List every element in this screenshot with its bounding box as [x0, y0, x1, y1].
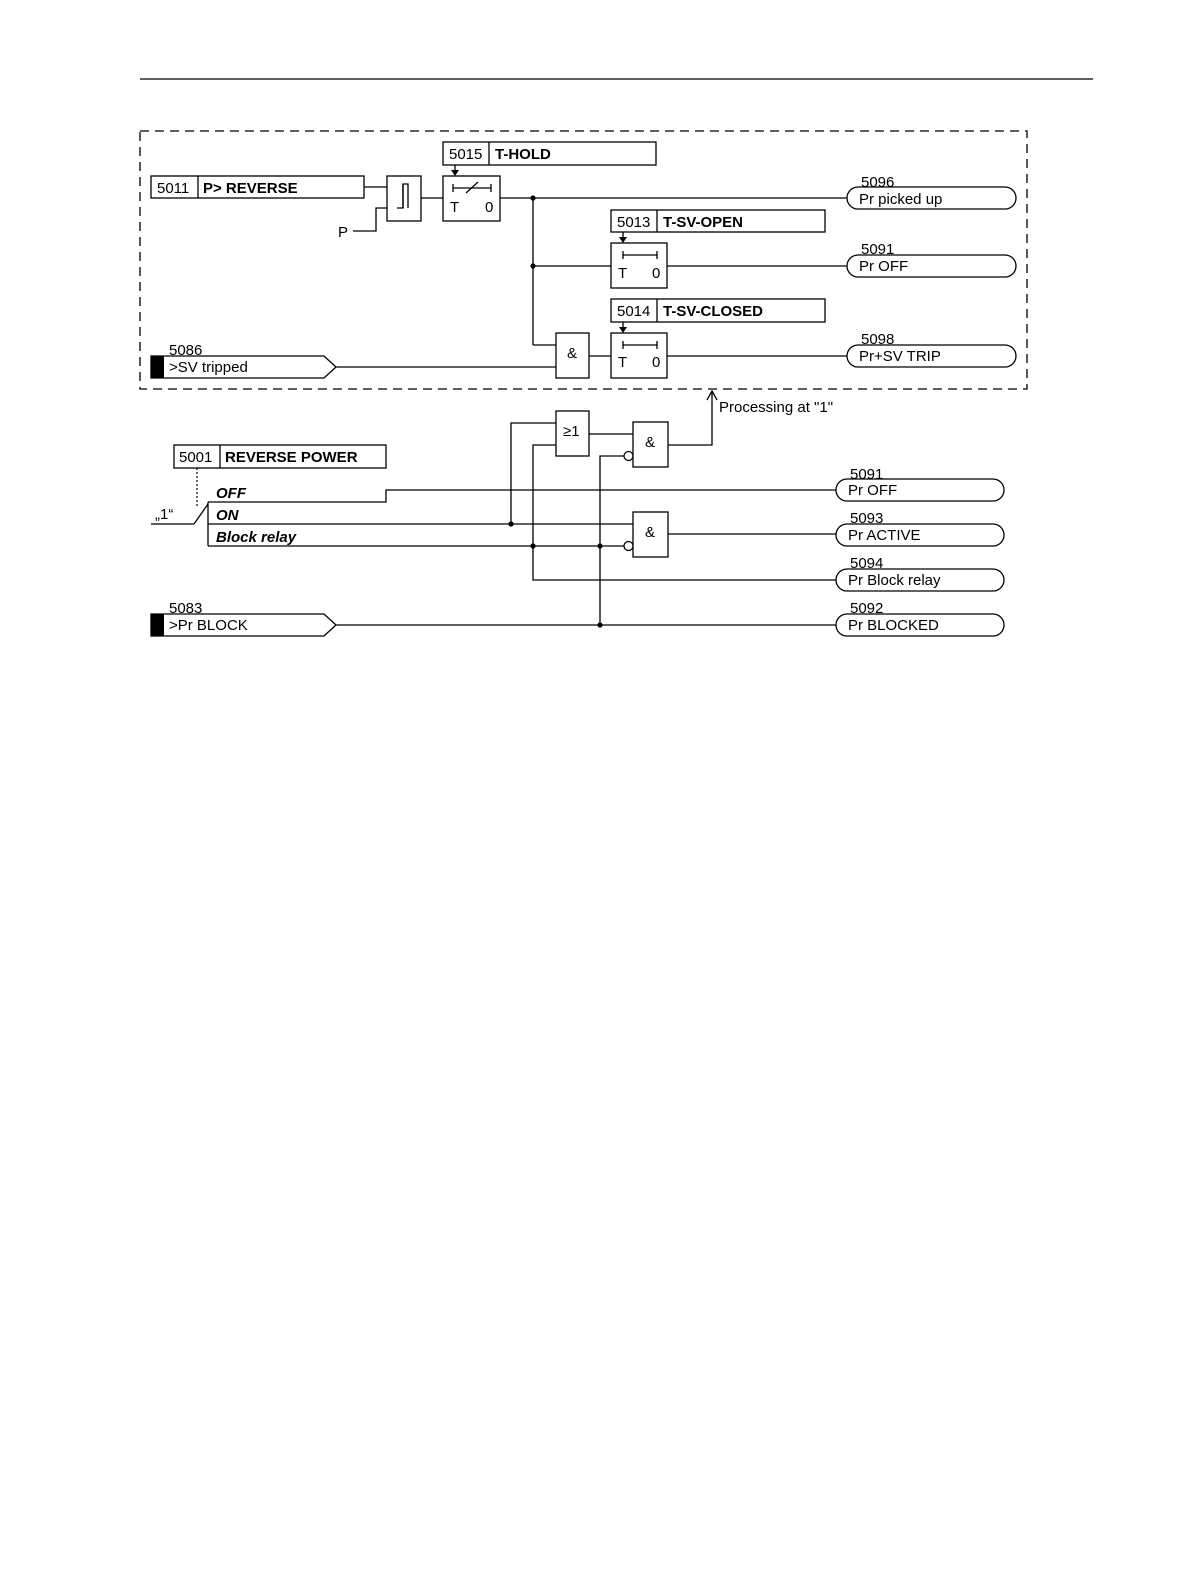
- output-label: Pr picked up: [859, 191, 942, 208]
- param-name: REVERSE POWER: [225, 449, 358, 466]
- gate-symbol: ≥1: [563, 423, 580, 440]
- mode-switch: „1“ OFF ON Block relay: [151, 485, 297, 546]
- and-gate-trip: &: [556, 333, 589, 378]
- output-label: Pr Block relay: [848, 572, 941, 589]
- gate-symbol: &: [645, 524, 655, 541]
- p-input-label: P: [338, 224, 348, 241]
- param-name: P> REVERSE: [203, 180, 298, 197]
- t-sv-closed-timer: T 0: [611, 333, 667, 378]
- input-label: >Pr BLOCK: [169, 617, 248, 634]
- output-pr-active: 5093 Pr ACTIVE: [836, 510, 1004, 546]
- output-label: Pr OFF: [859, 258, 908, 275]
- or-gate: ≥1: [556, 411, 589, 456]
- output-pr-sv-trip: 5098 Pr+SV TRIP: [847, 331, 1016, 367]
- param-name: T-SV-OPEN: [663, 214, 743, 231]
- timer-t: T: [450, 199, 459, 216]
- output-pr-blocked: 5092 Pr BLOCKED: [836, 600, 1004, 636]
- gate-symbol: &: [645, 434, 655, 451]
- timer-zero: 0: [652, 354, 660, 371]
- param-number: 5015: [449, 146, 482, 163]
- param-number: 5001: [179, 449, 212, 466]
- param-number: 5013: [617, 214, 650, 231]
- switch-block-relay: Block relay: [216, 529, 297, 546]
- output-pr-off-lower: 5091 Pr OFF: [836, 466, 1004, 501]
- input-sv-tripped: 5086 >SV tripped: [151, 342, 336, 378]
- param-number: 5011: [157, 180, 189, 197]
- input-label: >SV tripped: [169, 359, 248, 376]
- output-label: Pr BLOCKED: [848, 617, 939, 634]
- switch-on: ON: [216, 507, 240, 524]
- param-t-hold: 5015 T-HOLD: [443, 142, 656, 165]
- t-sv-open-timer: T 0: [611, 243, 667, 288]
- timer-zero: 0: [652, 265, 660, 282]
- output-pr-block-relay: 5094 Pr Block relay: [836, 555, 1004, 591]
- param-t-sv-open: 5013 T-SV-OPEN: [611, 210, 825, 232]
- param-reverse-power: 5001 REVERSE POWER: [174, 445, 386, 468]
- gate-symbol: &: [567, 345, 577, 362]
- timer-t: T: [618, 354, 627, 371]
- output-label: Pr OFF: [848, 482, 897, 499]
- timer-t: T: [618, 265, 627, 282]
- param-p-reverse: 5011 P> REVERSE: [151, 176, 364, 198]
- param-number: 5014: [617, 303, 650, 320]
- timer-zero: 0: [485, 199, 493, 216]
- and-gate-processing: &: [624, 422, 668, 467]
- param-name: T-SV-CLOSED: [663, 303, 763, 320]
- param-name: T-HOLD: [495, 146, 551, 163]
- output-label: Pr ACTIVE: [848, 527, 921, 544]
- and-gate-active: &: [624, 512, 668, 557]
- input-pr-block: 5083 >Pr BLOCK: [151, 600, 336, 636]
- switch-one-label: „1“: [155, 506, 173, 523]
- processing-label: Processing at "1": [719, 399, 833, 416]
- switch-off: OFF: [216, 485, 247, 502]
- output-label: Pr+SV TRIP: [859, 348, 941, 365]
- threshold-block: [387, 176, 421, 221]
- t-hold-timer: T 0: [443, 176, 500, 221]
- output-pr-off-upper: 5091 Pr OFF: [847, 241, 1016, 277]
- output-pr-picked-up: 5096 Pr picked up: [847, 174, 1016, 209]
- param-t-sv-closed: 5014 T-SV-CLOSED: [611, 299, 825, 322]
